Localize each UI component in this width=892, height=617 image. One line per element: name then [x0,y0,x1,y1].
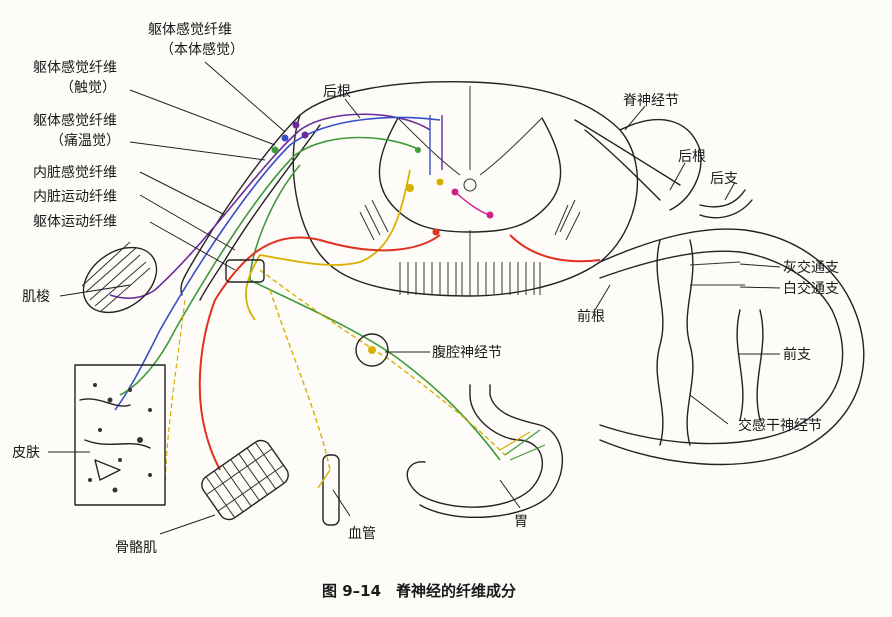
label-somatic-sensory-pain: 躯体感觉纤维 [33,112,117,129]
label-somatic-sensory-pain-sub: （痛温觉） [50,132,120,149]
label-anterior-root: 前根 [577,308,605,325]
label-celiac-ganglion: 腹腔神经节 [432,344,502,361]
label-sympathetic-trunk-ganglion: 交感干神经节 [738,417,822,434]
label-posterior-ramus: 后支 [710,171,738,187]
label-somatic-sensory-proprio-sub: （本体感觉） [160,41,244,58]
skin-tissue [75,365,165,505]
label-posterior-root-right: 后根 [678,149,706,165]
nerve-bundle-left [110,114,600,500]
label-anterior-ramus: 前支 [783,346,811,363]
label-somatic-motor: 躯体运动纤维 [33,214,117,230]
label-posterior-root-top: 后根 [323,84,351,100]
label-skeletal-muscle: 骨骼肌 [115,540,157,556]
label-visceral-sensory: 内脏感觉纤维 [33,164,117,181]
label-skin: 皮肤 [12,445,40,461]
label-gray-ramus: 灰交通支 [783,259,839,276]
celiac-ganglion-shape [356,334,388,366]
label-somatic-sensory-touch-sub: （触觉） [60,80,116,96]
label-stomach: 胃 [514,514,528,530]
label-somatic-sensory-touch: 躯体感觉纤维 [33,59,117,76]
stomach-shape [407,385,562,517]
label-spinal-ganglion: 脊神经节 [623,93,679,109]
figure-caption: 图 9–14 脊神经的纤维成分 [322,582,516,600]
label-blood-vessel: 血管 [348,526,376,542]
label-somatic-sensory-proprio: 躯体感觉纤维 [148,21,232,38]
labels: 躯体感觉纤维 （本体感觉） 躯体感觉纤维 （触觉） 躯体感觉纤维 （痛温觉） 内… [12,21,839,600]
label-visceral-motor: 内脏运动纤维 [33,189,117,205]
muscle-spindle [71,234,169,326]
label-muscle-spindle: 肌梭 [22,288,50,305]
label-white-ramus: 白交通支 [783,280,839,297]
